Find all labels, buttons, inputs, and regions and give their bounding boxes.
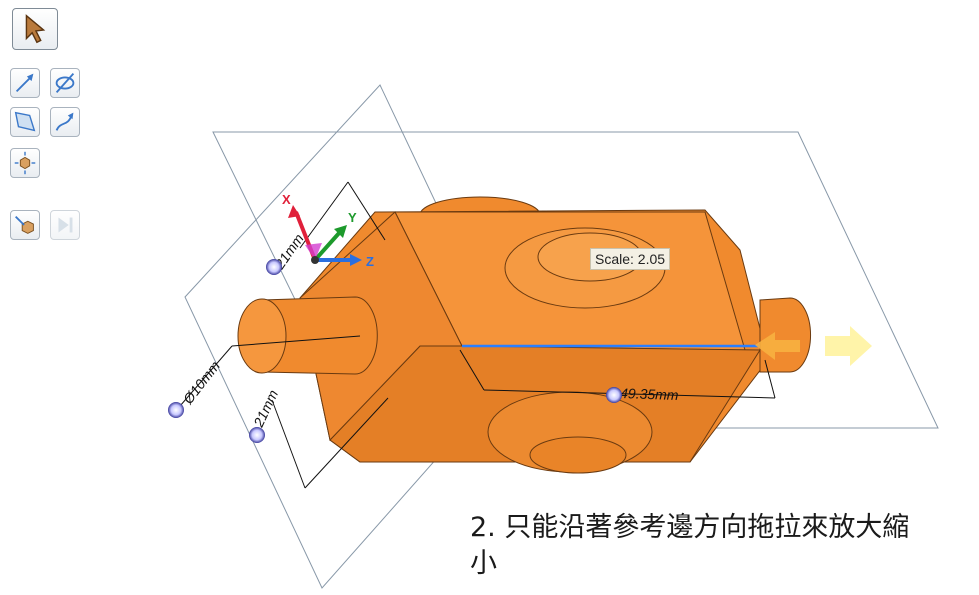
plane-tool-button[interactable] bbox=[10, 107, 40, 137]
axis-label-y: Y bbox=[348, 210, 357, 225]
orange-part[interactable] bbox=[237, 196, 812, 474]
dimension-side[interactable]: 21mm bbox=[250, 387, 282, 430]
explode-box-icon bbox=[14, 151, 36, 175]
coordinate-triad[interactable] bbox=[288, 205, 362, 266]
axis-label-z: Z bbox=[366, 254, 374, 269]
select-tool-button[interactable] bbox=[12, 8, 58, 50]
dimension-lines bbox=[179, 181, 776, 489]
handle-star-icon bbox=[249, 427, 265, 443]
dimension-length[interactable]: 49.35mm bbox=[620, 385, 679, 403]
next-step-tool-button[interactable] bbox=[50, 210, 80, 240]
scale-tooltip: Scale: 2.05 bbox=[590, 248, 671, 270]
move-part-tool-button[interactable] bbox=[10, 210, 40, 240]
dimension-diameter[interactable]: Ø10mm bbox=[179, 357, 223, 407]
plane-icon bbox=[14, 111, 36, 132]
handle-star-icon bbox=[168, 402, 184, 418]
drag-handle-arrows[interactable] bbox=[755, 326, 872, 366]
cursor-arrow-icon bbox=[25, 14, 46, 44]
axis-label-x: X bbox=[282, 192, 291, 207]
rotate-tool-button[interactable] bbox=[50, 68, 80, 98]
curve-arrow-icon bbox=[55, 112, 74, 131]
line-tool-button[interactable] bbox=[10, 68, 40, 98]
handle-star-icon bbox=[606, 387, 622, 403]
rotate-icon bbox=[55, 73, 75, 93]
instruction-caption: 2. 只能沿著參考邊方向拖拉來放大縮小 bbox=[470, 512, 910, 579]
explode-tool-button[interactable] bbox=[10, 148, 40, 178]
box-pin-icon bbox=[15, 215, 34, 234]
curve-tool-button[interactable] bbox=[50, 107, 80, 137]
line-arrow-icon bbox=[15, 73, 34, 93]
dimension-handles[interactable] bbox=[168, 259, 622, 443]
skip-next-icon bbox=[58, 217, 73, 233]
handle-star-icon bbox=[266, 259, 282, 275]
